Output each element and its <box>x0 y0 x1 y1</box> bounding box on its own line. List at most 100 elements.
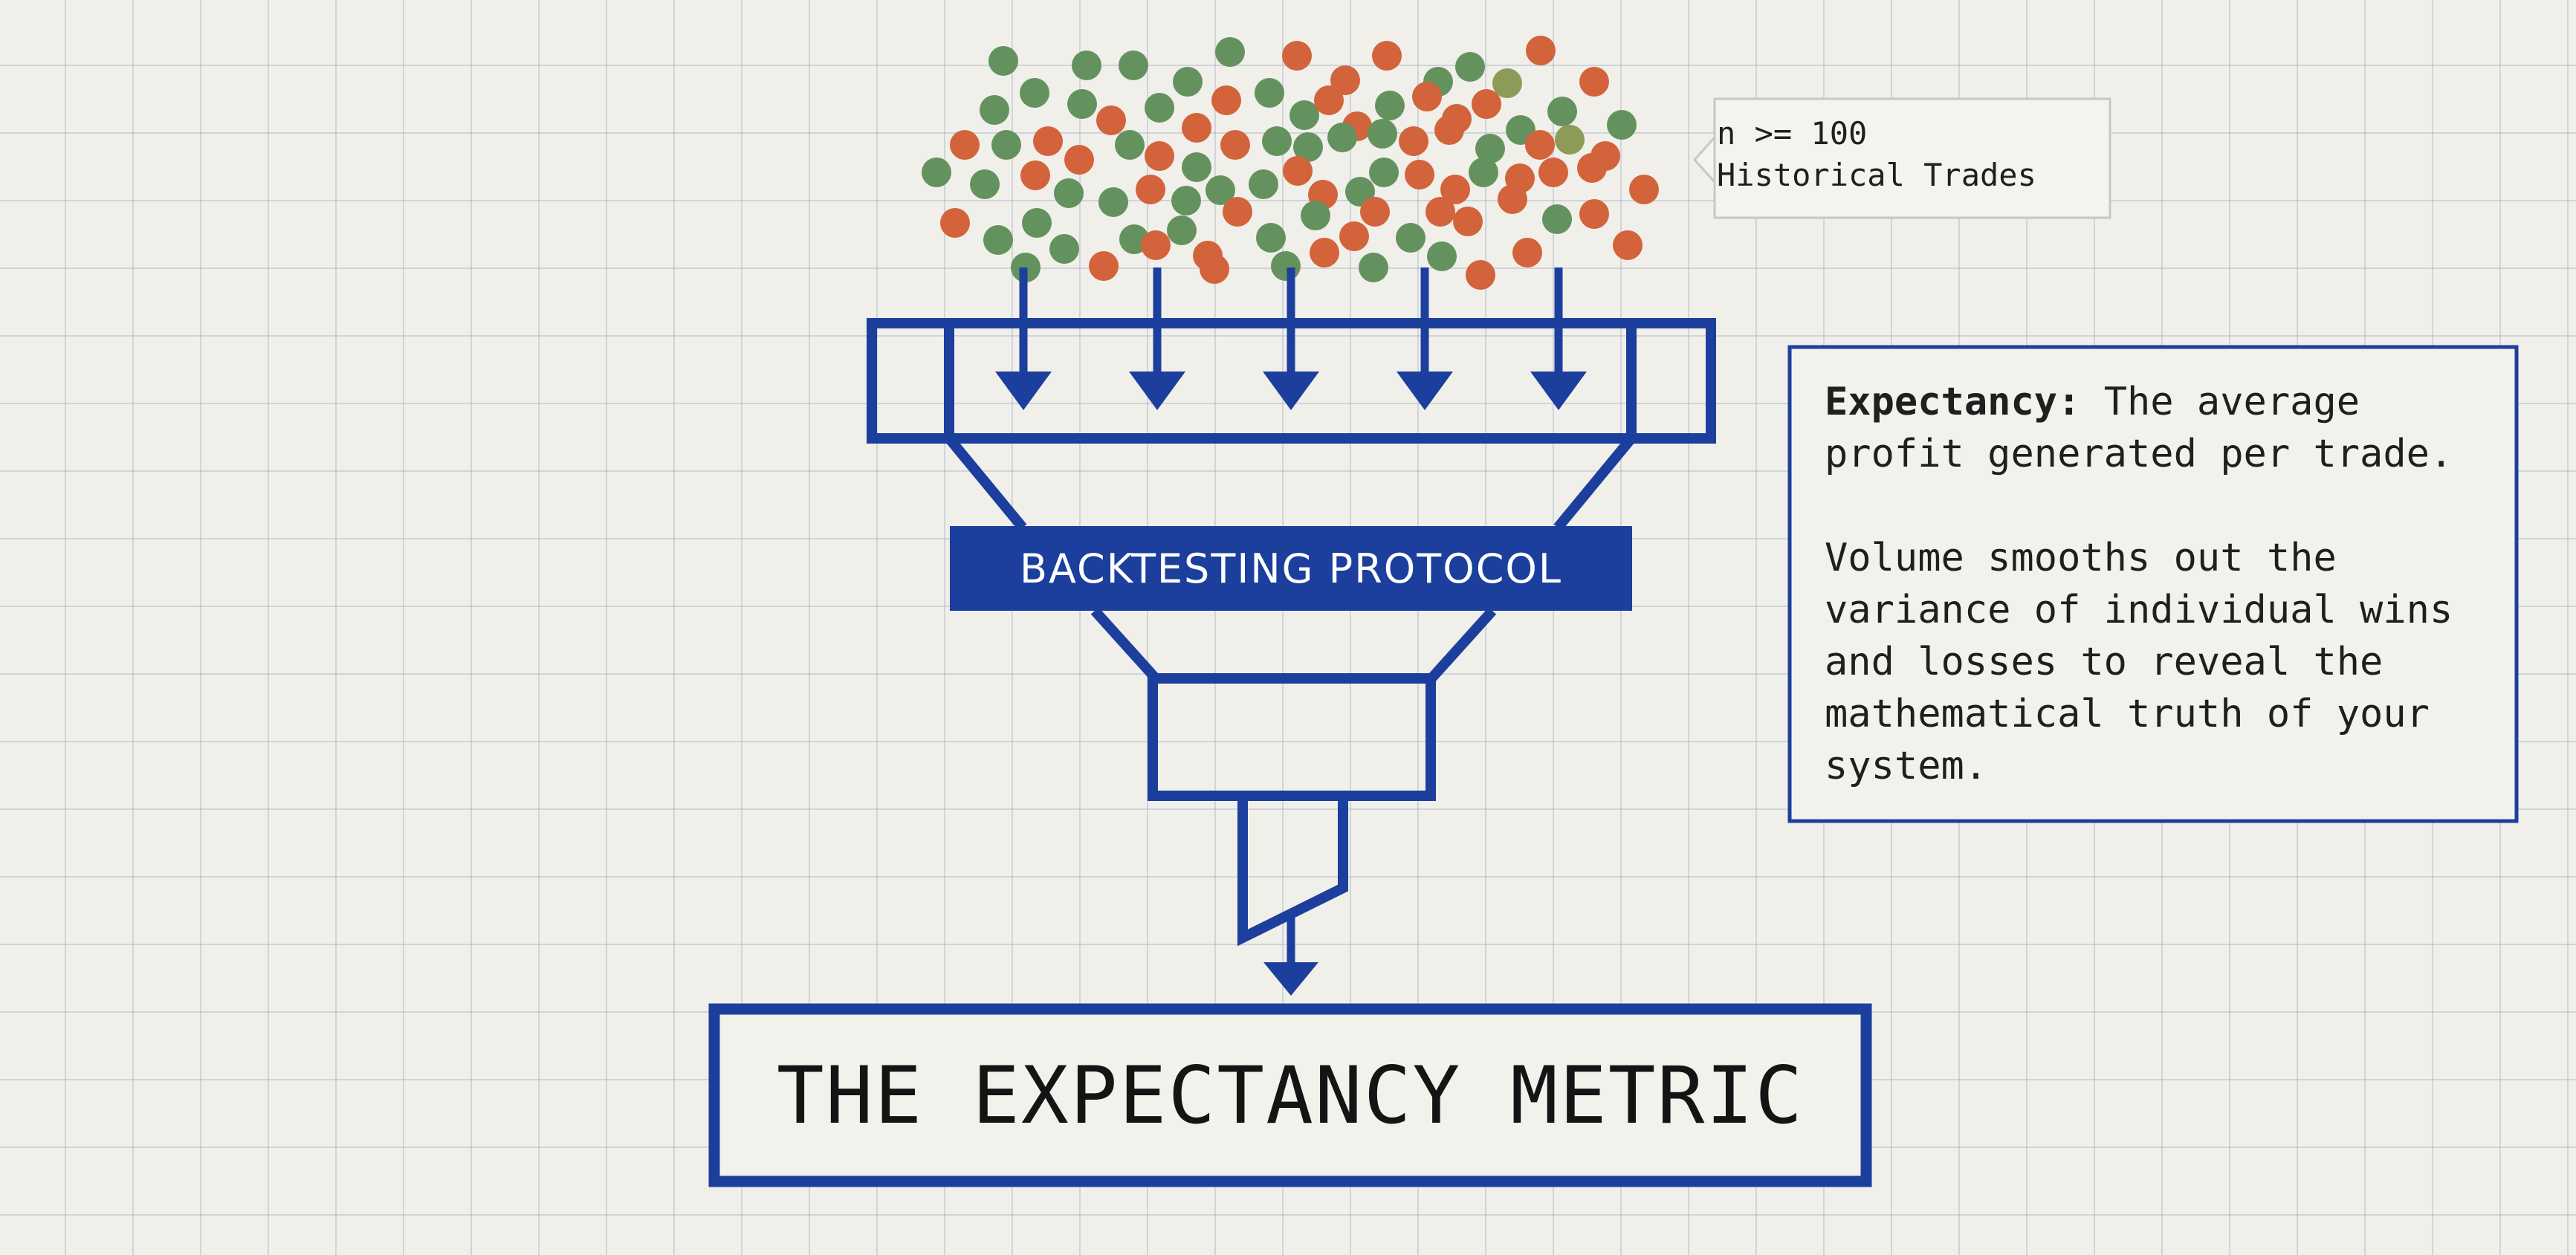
winning-trade-dot <box>983 225 1013 255</box>
winning-trade-dot <box>1375 91 1405 120</box>
losing-trade-dot <box>1425 197 1455 227</box>
funnel-lower-left-slope <box>1090 607 1160 682</box>
funnel-lower-right-slope <box>1427 607 1497 682</box>
losing-trade-dot <box>1526 36 1556 65</box>
intake-arrows <box>995 267 1587 410</box>
winning-trade-dot <box>1072 51 1101 80</box>
losing-trade-dot <box>1220 130 1250 160</box>
winning-trade-dot <box>1167 215 1197 245</box>
losing-trade-dot <box>1282 41 1312 71</box>
intake-arrow-head <box>1397 372 1453 410</box>
definition-text: Expectancy: The average profit generated… <box>1825 376 2497 792</box>
losing-trade-dot <box>1223 197 1252 227</box>
definition-term: Expectancy: <box>1825 380 2081 424</box>
winning-trade-dot <box>1469 158 1498 187</box>
losing-trade-dot <box>1525 130 1555 160</box>
winning-trade-dot <box>1368 119 1397 149</box>
winning-trade-dot <box>1098 187 1128 217</box>
sample-callout-pointer <box>1692 136 1716 184</box>
winning-trade-dot <box>1171 186 1201 215</box>
winning-trade-dot <box>1271 251 1301 281</box>
sample-size-callout <box>1692 97 2111 219</box>
winning-trade-dot <box>1369 158 1399 187</box>
losing-trade-dot <box>1372 41 1402 71</box>
losing-trade-dot <box>1310 238 1339 267</box>
losing-trade-dot <box>1330 65 1360 95</box>
winning-trade-dot <box>1475 134 1505 163</box>
funnel-upper-right-slope <box>1553 435 1636 531</box>
output-arrow <box>1263 914 1318 996</box>
winning-trade-dot <box>1293 132 1323 162</box>
winning-trade-dot <box>1173 67 1203 97</box>
losing-trade-dot <box>1440 175 1470 204</box>
winning-trade-dot <box>1427 241 1457 271</box>
intake-arrow-head <box>995 372 1052 410</box>
losing-trade-dot <box>1498 184 1527 214</box>
losing-trade-dot <box>1064 145 1094 175</box>
winning-trade-dot <box>970 169 1000 199</box>
sample-size-description: Historical Trades <box>1717 157 2036 193</box>
losing-trade-dot <box>1283 156 1313 186</box>
definition-paragraph: Expectancy: The average profit generated… <box>1825 376 2497 480</box>
definition-box <box>1787 345 2519 823</box>
losing-trade-dot <box>1399 126 1428 156</box>
winning-trade-dot <box>1492 68 1522 98</box>
winning-trade-dot <box>1547 97 1577 126</box>
intake-arrow-head <box>1263 372 1319 410</box>
funnel-chamber <box>1148 673 1436 801</box>
losing-trade-dot <box>1096 106 1126 135</box>
winning-trade-dot <box>1182 152 1211 182</box>
winning-trade-dot <box>1022 208 1052 238</box>
sample-size-threshold: n >= 100 <box>1717 115 1868 152</box>
winning-trade-dot <box>1115 130 1145 160</box>
backtesting-protocol-label: BACKTESTING PROTOCOL <box>1019 545 1563 592</box>
losing-trade-dot <box>1538 158 1568 187</box>
winning-trade-dot <box>1249 169 1278 199</box>
losing-trade-dot <box>1136 175 1165 204</box>
losing-trade-dot <box>1472 89 1501 119</box>
winning-trade-dot <box>1145 93 1174 123</box>
winning-trade-dot <box>980 95 1009 125</box>
winning-trade-dot <box>991 130 1021 160</box>
funnel-spout <box>1237 796 1348 947</box>
winning-trade-dot <box>922 158 951 187</box>
expectancy-metric-label: THE EXPECTANCY METRIC <box>776 1049 1805 1141</box>
winning-trade-dot <box>1054 178 1084 208</box>
sample-callout-box <box>1713 97 2111 219</box>
losing-trade-dot <box>950 130 980 160</box>
losing-trade-dot <box>1613 230 1643 260</box>
losing-trade-dot <box>1200 254 1229 284</box>
losing-trade-dot <box>1579 67 1609 97</box>
funnel <box>867 318 1716 947</box>
winning-trade-dot <box>988 46 1018 76</box>
winning-trade-dot <box>1607 110 1637 140</box>
winning-trade-dot <box>1215 37 1245 67</box>
definition-body: The average profit generated per trade. <box>1825 380 2453 476</box>
funnel-upper-left-slope <box>945 435 1027 531</box>
winning-trade-dot <box>1119 51 1148 80</box>
intake-arrow-head <box>1530 372 1587 410</box>
sample-size-label: n >= 100 Historical Trades <box>1717 113 2133 196</box>
winning-trade-dot <box>1262 126 1292 156</box>
losing-trade-dot <box>1211 85 1241 115</box>
losing-trade-dot <box>1555 125 1585 155</box>
winning-trade-dot <box>1256 223 1286 253</box>
backtesting-protocol-band <box>950 526 1632 611</box>
losing-trade-dot <box>1577 153 1607 183</box>
winning-trade-dot <box>1289 100 1319 130</box>
winning-trade-dot <box>1396 223 1425 253</box>
winning-trade-dot <box>1067 89 1097 119</box>
losing-trade-dot <box>1141 230 1171 260</box>
losing-trade-dot <box>940 208 970 238</box>
losing-trade-dot <box>1020 160 1050 190</box>
losing-trade-dot <box>1453 207 1483 236</box>
definition-note: Volume smooths out the variance of indiv… <box>1825 536 2453 788</box>
losing-trade-dot <box>1412 82 1442 111</box>
winning-trade-dot <box>1020 78 1049 108</box>
winning-trade-dot <box>1301 201 1330 230</box>
winning-trade-dot <box>1455 52 1485 82</box>
winning-trade-dot <box>1327 123 1357 152</box>
losing-trade-dot <box>1089 251 1119 281</box>
losing-trade-dot <box>1182 113 1211 143</box>
winning-trade-dot <box>1255 78 1284 108</box>
